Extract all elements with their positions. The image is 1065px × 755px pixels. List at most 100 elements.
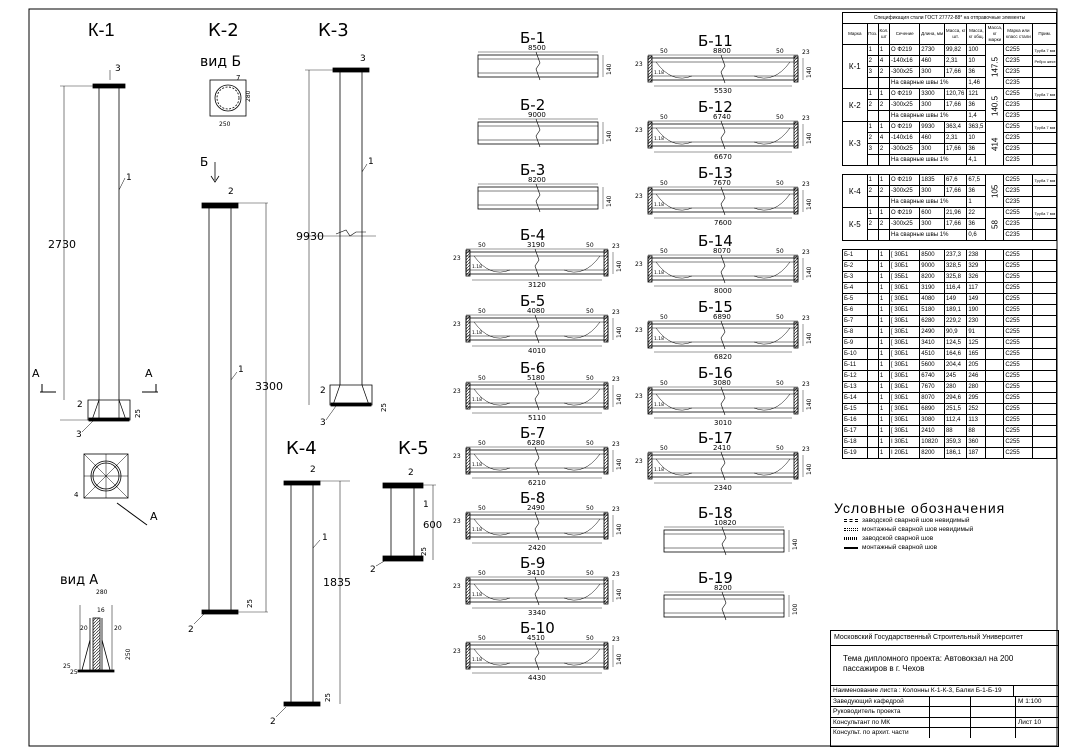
spec-cell: 2 [877,143,891,155]
plan-pos: 4 [74,491,79,499]
spec-cell [985,271,1005,283]
spec-cell: 88 [966,425,987,437]
spec-cell: 186,1 [943,447,968,459]
beam-weld-tag: 1.18 [472,397,482,403]
beam-top-dim: 6740 [713,113,731,121]
beam-weld-right: 23 [802,315,810,322]
spec-cell: С255 [1003,337,1034,349]
spec-cell: [ 30Б1 [889,315,921,327]
beam-end-dim-right: 50 [776,114,784,121]
beam-title: Б-14 [698,232,733,250]
spec-cell [985,293,1005,305]
spec-cell: 2,31 [943,55,968,67]
beam-end-dim-left: 50 [660,380,668,387]
k2-view-marker: Б [200,155,208,169]
spec-cell: О Ф219 [889,44,921,56]
spec-cell: 105 [985,174,1004,208]
spec-cell [1032,348,1057,360]
k4-pos-shaft: 1 [322,533,328,543]
spec-cell [877,77,891,89]
spec-cell [985,370,1005,382]
beam-title: Б-16 [698,364,733,382]
k2-pos-shaft: 1 [238,365,244,375]
beam-end-dim-right: 50 [586,440,594,447]
k2-view-pos: 7 [236,74,240,82]
spec-cell: 4 [877,132,891,144]
spec-cell: 1 [877,447,891,459]
spec-cell [985,447,1005,459]
spec-cell: 414 [985,121,1004,166]
sheet-name: Наименование листа : Колонны К-1-К-3, Ба… [831,686,1014,696]
beam-title: Б-8 [520,489,545,507]
spec-cell [1032,249,1057,261]
spec-cell [866,403,879,415]
beam-end-dim-left: 50 [660,314,668,321]
spec-cell: Б-2 [842,260,868,272]
spec-cell: 2 [877,185,891,197]
k2-view-h: 280 [245,90,252,102]
spec-cell [985,414,1005,426]
beam-top-dim: 3190 [527,241,545,249]
beam-end-dim-right: 50 [586,570,594,577]
k3-pos-base: 2 [320,386,326,396]
spec-cell: 300 [919,99,945,111]
beam-top-dim: 8800 [713,47,731,55]
spec-cell: 113 [966,414,987,426]
spec-cell [1032,326,1057,338]
spec-cell [1032,392,1057,404]
beam-weld-right: 23 [612,309,620,316]
beam-bottom-dim: 6210 [528,479,546,487]
spec-cell: [ 30Б1 [889,348,921,360]
legend-label: монтажный сварной шов [862,544,938,551]
beam-bottom-dim: 4010 [528,347,546,355]
spec-cell: С255 [1003,44,1034,56]
spec-cell: 2 [877,66,891,78]
beam-top-dim: 8200 [528,176,546,184]
k5-pos-base: 2 [370,565,376,575]
spec-cell [1032,77,1057,89]
spec-cell: 1 [877,293,891,305]
spec-cell [866,315,879,327]
spec-cell [1032,218,1057,230]
beam-weld-tag: 1.18 [472,657,482,663]
stamp-row: Руководитель проекта [831,707,1058,718]
spec-cell [866,271,879,283]
beam-weld-left: 23 [635,327,643,334]
spec-cell: [ 30Б1 [889,359,921,371]
spec-cell [1032,381,1057,393]
k1-pos-shaft: 1 [126,173,132,183]
spec-cell: [ 35Б1 [889,271,921,283]
spec-h-mark: Марка [842,23,868,45]
sheet-number: Лист 10 [1018,718,1042,726]
spec-cell: 3 [866,66,879,78]
spec-cell: 460 [919,55,945,67]
beam-bottom-dim: 7600 [714,219,732,227]
beam-top-dim: 4080 [527,307,545,315]
spec-h-qty: Кол. шт [877,23,891,45]
spec-cell: С255 [1003,326,1034,338]
spec-cell: 1 [866,207,879,219]
k4-pos-top: 2 [310,465,316,475]
beam-weld-right: 23 [612,636,620,643]
spec-cell: С235 [1003,55,1034,67]
weld-shop-icon [844,537,858,540]
spec-cell: 91 [966,326,987,338]
spec-cell: С255 [1003,370,1034,382]
project-theme: Тема дипломного проекта: Автовокзал на 2… [831,646,1058,686]
spec-cell [1032,185,1057,197]
spec-cell: -300х25 [889,185,921,197]
spec-cell [1032,154,1057,166]
spec-cell: 1 [866,44,879,56]
spec-cell: Труба 7 мм [1032,121,1057,133]
spec-cell: К-3 [842,121,868,166]
spec-cell: 2 [866,132,879,144]
stamp-role: Консульт. по архит. части [831,728,930,738]
